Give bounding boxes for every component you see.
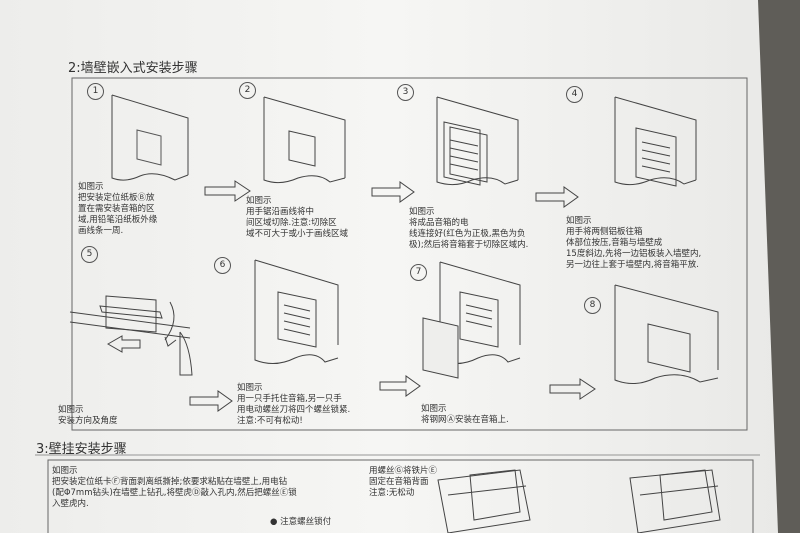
arrow-6-7: [379, 375, 421, 397]
step3-caption: 如图示 将成品音箱的电 线连接好(红色为正极,黑色为负 极);然后将音箱套于切除…: [409, 207, 529, 250]
step8-number: 8: [584, 297, 601, 314]
step2-caption: 如图示 用手锯沿画线将中 间区域切除.注意:切除区 域不可大于或小于画线区域: [246, 196, 349, 239]
arrow-5-6: [189, 390, 233, 412]
arrow-step5-left: [106, 335, 141, 353]
arrow-2-3: [371, 181, 415, 203]
section3-right-caption: 用螺丝Ⓖ将铁片Ⓔ 固定在音箱背面 注意:无松动: [369, 466, 438, 498]
step2-wall-drawing: [263, 96, 346, 184]
step1-number: 1: [87, 83, 104, 100]
section2-title: 2:墙壁嵌入式安装步骤: [68, 61, 198, 76]
step8-wall-drawing: [614, 284, 719, 384]
step4-caption: 如图示 用手将两侧铝板往箱 体部位按压,音箱与墙壁成 15度斜边,先将一边铝板装…: [566, 216, 702, 270]
step5-angle-drawing: [69, 295, 193, 376]
arrow-7-8: [549, 378, 596, 400]
step6-caption: 如图示 用一只手托住音箱,另一只手 用电动螺丝刀将四个螺丝锁紧. 注意:不可有松…: [237, 383, 351, 426]
arrow-1-2: [204, 180, 251, 202]
wall-mount-sketch-left: [437, 469, 531, 533]
step7-number: 7: [410, 264, 427, 281]
step6-wall-drawing: [254, 259, 339, 364]
arrow-3-4: [535, 186, 579, 208]
section2-frame: [71, 77, 748, 431]
section3-title: 3:壁挂安装步骤: [36, 442, 127, 457]
step1-caption: 如图示 把安装定位纸板Ⓑ放 置在需安装音箱的区 域,用铅笔沿纸板外缘 画线条一周…: [78, 182, 158, 236]
step4-wall-speaker-drawing: [614, 96, 697, 187]
wall-mount-sketch-right: [629, 469, 721, 533]
step3-number: 3: [397, 84, 414, 101]
step6-number: 6: [214, 257, 231, 274]
section3-frame: [47, 459, 754, 533]
step2-number: 2: [239, 82, 256, 99]
paper-sheet: [0, 0, 778, 533]
section3-left-caption: 如图示 把安装定位纸卡Ⓕ背面剥离纸撕掉;依要求粘贴在墙壁上,用电钻 (配Φ7mm…: [52, 466, 297, 509]
step4-number: 4: [566, 86, 583, 103]
step3-wall-speaker-drawing: [436, 96, 519, 186]
step5-number: 5: [81, 246, 98, 263]
step5-caption: 如图示 安装方向及角度: [58, 405, 118, 426]
step7-wall-drawing: [422, 261, 521, 379]
section3-note: ● 注意螺丝锁付: [270, 517, 332, 527]
step1-wall-drawing: [111, 94, 189, 181]
step7-caption: 如图示 将钢网Ⓐ安装在音箱上.: [421, 404, 509, 425]
